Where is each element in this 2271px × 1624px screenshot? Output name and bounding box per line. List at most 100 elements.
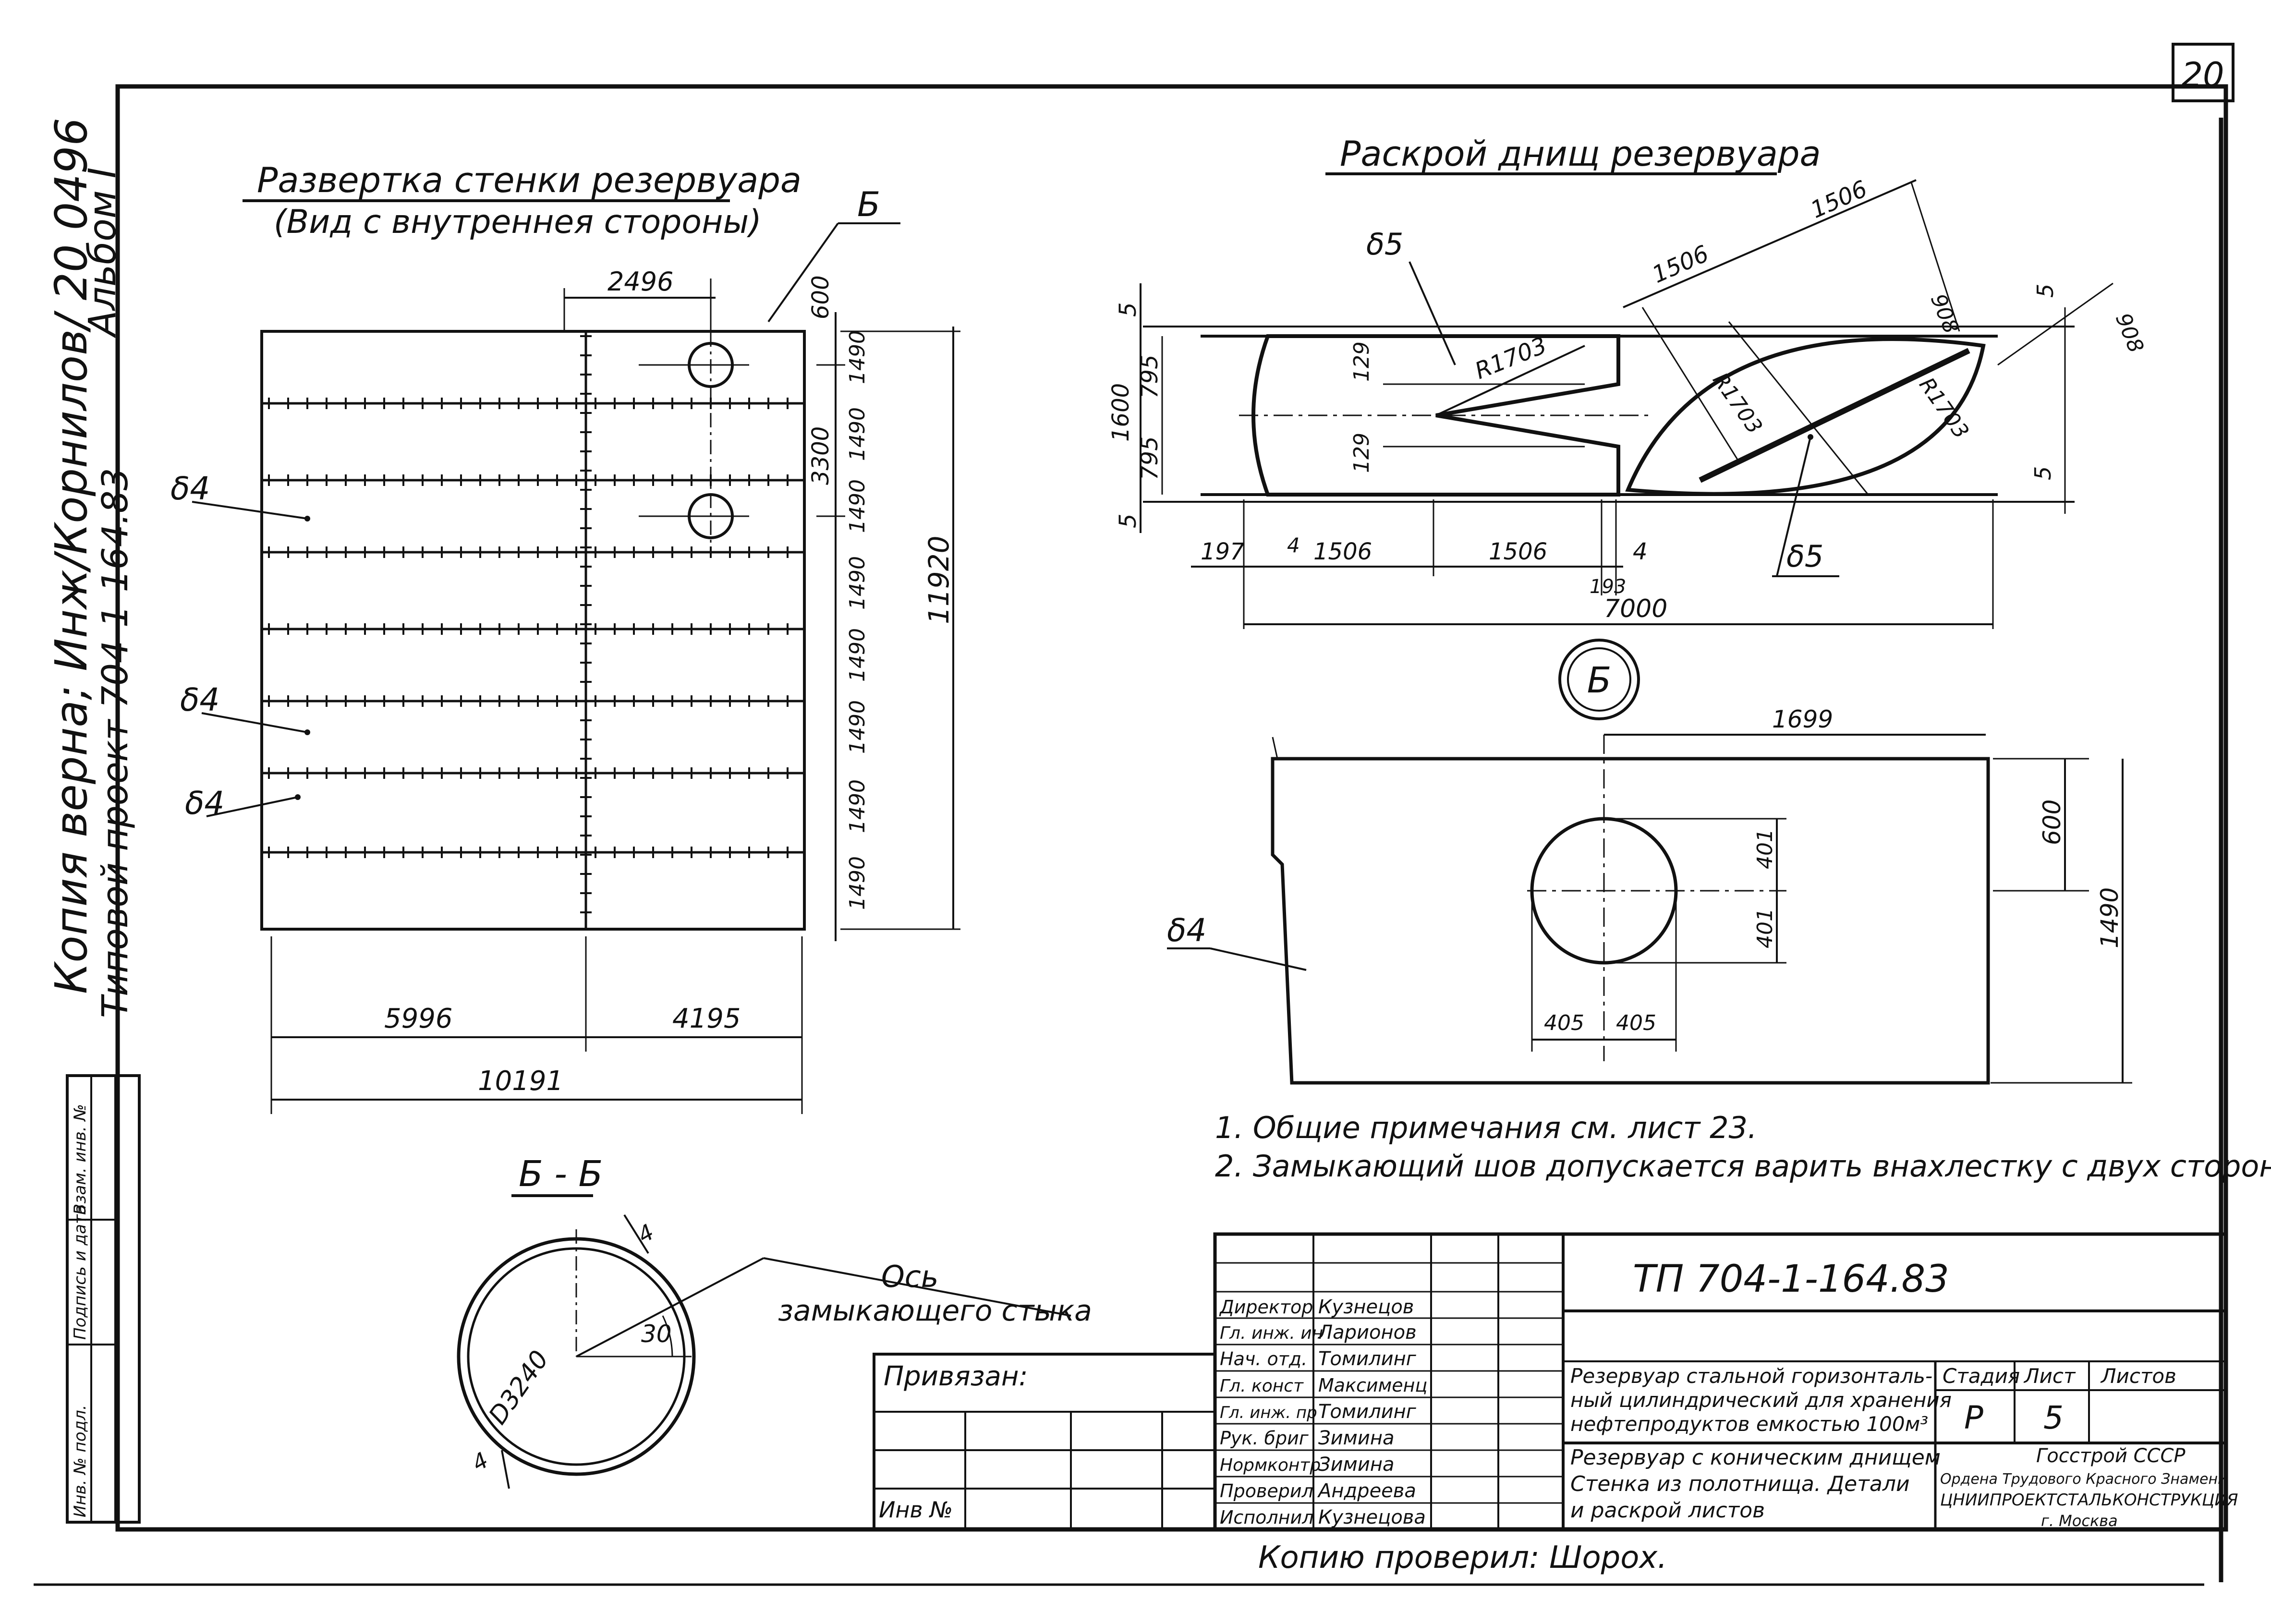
- detail-b-view: Б 1699 600 1490 401 401 405 405 δ4: [1167, 639, 2132, 1085]
- bottom-blank-lens: [1625, 337, 1986, 496]
- wall-weld-ticks: [268, 335, 789, 913]
- bottoms-dim-1506-d: 1506: [1807, 175, 1871, 224]
- binding-inv-label: Инв №: [879, 1497, 953, 1523]
- wall-thickness-1: δ4: [170, 470, 210, 507]
- role-chief-project-eng: Гл. инж. пр: [1220, 1403, 1317, 1422]
- detail-b-dim-401-a: 401: [1753, 829, 1777, 869]
- wall-row-heights: 1490 1490 1490 1490 1490 1490 1490 1490: [845, 330, 870, 910]
- wall-dim-5996: 5996: [384, 1003, 453, 1034]
- bottoms-radius-a: R1703: [1471, 332, 1551, 385]
- bottoms-dim-908-b: 908: [2111, 310, 2149, 356]
- sheet-value: 5: [2043, 1399, 2064, 1436]
- title-block: Директор Кузнецов Гл. инж. ин Ларионов Н…: [1213, 1232, 2238, 1531]
- bottoms-dim-193: 193: [1590, 576, 1626, 598]
- role-chief-designer: Гл. конст: [1220, 1376, 1304, 1396]
- name-executed: Кузнецова: [1318, 1506, 1426, 1528]
- bottoms-dim-4-b: 4: [1633, 538, 1648, 565]
- sheet-title-3: и раскрой листов: [1570, 1498, 1765, 1523]
- bottoms-d5-top: δ5: [1366, 227, 1403, 262]
- wall-subtitle: (Вид с внутреннея стороны): [274, 203, 762, 241]
- stage-value: Р: [1964, 1399, 1983, 1436]
- wall-row-5: 1490: [845, 628, 870, 682]
- bottoms-dim-795-a: 795: [1136, 354, 1163, 399]
- bottom-lens-seam: [1699, 348, 1970, 483]
- bottoms-dim-7000: 7000: [1604, 594, 1667, 623]
- section-bb-view: Б - Б 30 D3240 4 4 Ось замыкающего стыка: [457, 1153, 1092, 1489]
- detail-b-dim-1490: 1490: [2096, 887, 2124, 948]
- binding-label: Привязан:: [884, 1361, 1028, 1392]
- bottoms-title: Раскрой днищ резервуара: [1340, 133, 1821, 174]
- doc-code: ТП 704-1-164.83: [1633, 1258, 1949, 1301]
- role-executed: Исполнил: [1220, 1507, 1314, 1528]
- section-bb-axis-1: Ось: [881, 1259, 938, 1294]
- role-team-lead: Рук. бриг: [1220, 1428, 1309, 1449]
- bottoms-dim-197: 197: [1201, 538, 1245, 565]
- bottoms-dim-1506-c: 1506: [1648, 240, 1712, 289]
- wall-row-7: 1490: [845, 779, 870, 833]
- wall-dim-11920: 11920: [923, 535, 955, 624]
- bottoms-dim-5-b: 5: [1115, 513, 1142, 528]
- binding-block: Привязан: Инв №: [873, 1353, 1216, 1531]
- sheet-header: Лист: [2023, 1364, 2076, 1388]
- object-title-1: Резервуар стальной горизонталь-: [1570, 1364, 1932, 1388]
- bottoms-d5-bottom: δ5: [1786, 539, 1823, 574]
- margin-stamp: Инв. № подл. Подпись и дата Взам. инв. №: [66, 1074, 141, 1524]
- name-director: Кузнецов: [1318, 1296, 1414, 1318]
- bottom-blank-left: [1251, 334, 1620, 497]
- wall-thickness-3: δ4: [185, 785, 224, 822]
- section-bb-diameter: D3240: [483, 1345, 554, 1430]
- role-dept-head: Нач. отд.: [1220, 1348, 1307, 1369]
- wall-row-8: 1490: [845, 856, 870, 910]
- wall-thickness-2: δ4: [180, 681, 219, 718]
- bottoms-dim-1600: 1600: [1107, 383, 1134, 442]
- side-annotations: Копия верна; Инж/Корнилов/ 20 0496 Альбо…: [46, 118, 136, 1018]
- bottoms-radius-c: R1703: [1914, 373, 1974, 443]
- wall-row-4: 1490: [845, 556, 870, 610]
- detail-b-thickness: δ4: [1167, 912, 1206, 949]
- margin-vzam: Взам. инв. №: [71, 1104, 90, 1215]
- detail-b-dim-405-a: 405: [1544, 1011, 1584, 1035]
- margin-signature: Подпись и дата: [71, 1204, 90, 1340]
- side-album: Альбом I: [81, 167, 124, 339]
- role-norm-control: Нормконтр: [1220, 1455, 1321, 1475]
- general-notes: 1. Общие примечания см. лист 23. 2. Замы…: [1215, 1110, 2271, 1184]
- title-block-rows: [1215, 1262, 1563, 1504]
- bottoms-radius-b: R1703: [1708, 368, 1767, 438]
- role-director: Директор: [1219, 1297, 1313, 1318]
- detail-b-label: Б: [1587, 660, 1612, 701]
- sheet-title-2: Стенка из полотнища. Детали: [1570, 1472, 1910, 1496]
- detail-b-dim-1699: 1699: [1772, 705, 1833, 733]
- note-1: 1. Общие примечания см. лист 23.: [1215, 1110, 1757, 1145]
- wall-dim-4195: 4195: [672, 1003, 741, 1034]
- detail-b-marker: [1558, 639, 1640, 720]
- stage-header: Стадия: [1943, 1364, 2020, 1388]
- bottoms-dim-129-b: 129: [1349, 433, 1374, 473]
- detail-b-plate: [1271, 757, 1990, 1085]
- side-copy-note: Копия верна; Инж/Корнилов/ 20 0496: [46, 118, 97, 994]
- bottoms-cut-view: Раскрой днищ резервуара 5 795 1600 795 5…: [1107, 133, 2149, 629]
- org-line-3: ЦНИИПРОЕКТСТАЛЬКОНСТРУКЦИЯ: [1940, 1491, 2238, 1510]
- bottoms-dim-795-b: 795: [1136, 436, 1163, 480]
- wall-row-1: 1490: [845, 330, 870, 384]
- wall-dim-10191: 10191: [478, 1066, 563, 1097]
- side-project-number: Типовой проект 704-1-164.83: [95, 468, 136, 1018]
- section-bb-dim-4-b: 4: [468, 1447, 493, 1476]
- role-chief-engineer: Гл. инж. ин: [1220, 1323, 1323, 1343]
- org-line-4: г. Москва: [2041, 1512, 2118, 1530]
- object-title-2: ный цилиндрический для хранения: [1570, 1388, 1952, 1412]
- wall-dim-600: 600: [807, 275, 834, 319]
- org-line-2: Ордена Трудового Красного Знамени: [1940, 1471, 2227, 1488]
- org-line-1: Госстрой СССР: [2036, 1445, 2186, 1467]
- margin-inv-podl: Инв. № подл.: [71, 1405, 90, 1517]
- bottoms-dim-1506-a: 1506: [1313, 538, 1372, 565]
- bottoms-dim-908-a: 908: [1926, 291, 1964, 337]
- wall-row-3: 1490: [845, 479, 870, 533]
- wall-seams: [262, 331, 804, 929]
- sheets-header: Листов: [2100, 1364, 2176, 1388]
- bottoms-dim-4-a: 4: [1287, 533, 1300, 557]
- sheet-number: 20: [2181, 55, 2224, 95]
- name-team-lead: Зимина: [1318, 1427, 1394, 1449]
- name-chief-engineer: Ларионов: [1317, 1321, 1417, 1344]
- wall-title: Развертка стенки резервуара: [257, 160, 802, 200]
